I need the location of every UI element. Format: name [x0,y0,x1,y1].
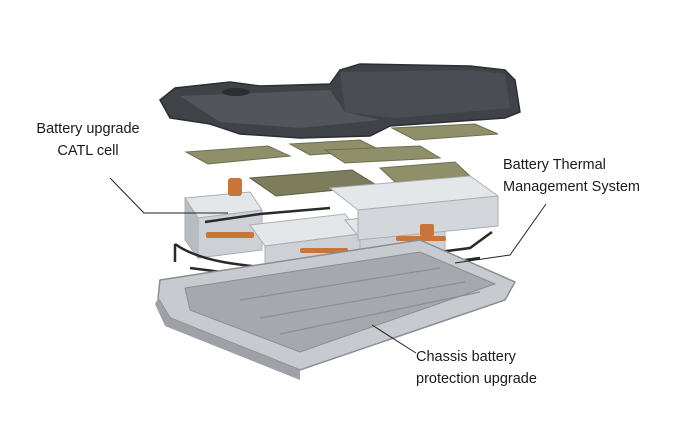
insulation-pads [184,123,499,197]
chassis-protection-tray [155,239,517,380]
thermal-management-label: Battery Thermal Management System [503,154,640,198]
chassis-protection-label: Chassis battery protection upgrade [416,346,537,390]
cell-upgrade-label-line2: CATL cell [57,143,119,159]
copper-busbars [206,178,446,253]
chassis-protection-label-line2: protection upgrade [416,371,537,387]
cell-leader-line [109,177,228,214]
thermal-leader-line [454,203,547,264]
chassis-protection-label-line1: Chassis battery [416,349,516,365]
chassis-leader-line [371,324,417,354]
leader-lines [109,177,547,354]
battery-top-cover [159,63,521,139]
cell-upgrade-label-line1: Battery upgrade [36,121,140,137]
cell-upgrade-label: Battery upgrade CATL cell [18,118,158,162]
thermal-management-label-line1: Battery Thermal [503,157,606,173]
thermal-management-label-line2: Management System [503,179,641,195]
